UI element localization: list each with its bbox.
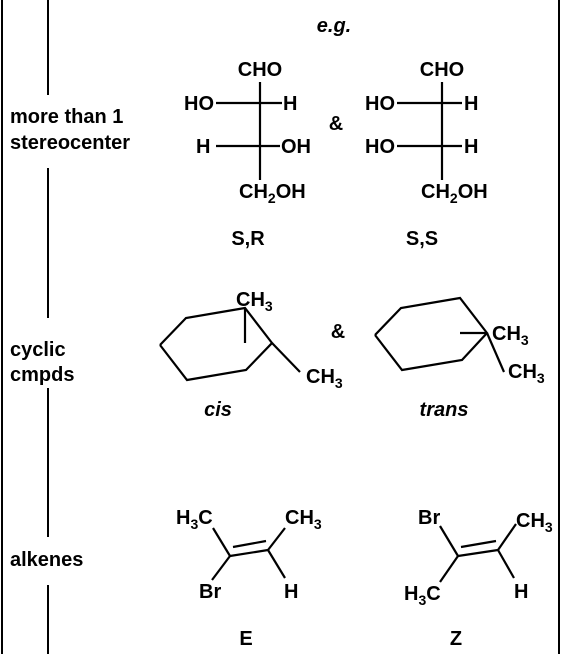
label-stereocenter-line1: more than 1: [10, 106, 123, 128]
fischer-ss-row1-right: H: [464, 93, 478, 115]
z-config-label: Z: [450, 628, 462, 650]
fischer-sr-row1-left: HO: [184, 93, 214, 115]
z-bond-top-left: [439, 525, 459, 557]
fischer-sr-row2-right: OH: [281, 136, 311, 158]
cyclohexane-trans: CH3 CH3 trans: [374, 296, 545, 421]
e-bond-top-right: [267, 527, 286, 551]
trans-methyl-upper: CH3: [492, 323, 529, 348]
fischer-ss-config-label: S,S: [406, 228, 438, 250]
fischer-sr-config-label: S,R: [231, 228, 265, 250]
ampersand-fischer: &: [329, 113, 343, 135]
cis-label: cis: [204, 399, 232, 421]
label-cyclic-line1: cyclic: [10, 339, 66, 361]
fischer-ss-row1-left: HO: [365, 93, 395, 115]
alkene-e: H3C CH3 Br H E: [176, 507, 322, 650]
fischer-ss-top-group: CHO: [420, 59, 464, 81]
z-bottom-left-group: H3C: [404, 583, 441, 608]
cis-methyl-right: CH3: [306, 366, 343, 391]
e-bond-bottom-right: [267, 549, 286, 579]
fischer-projection-sr: CHO HO H H OH CH2OH S,R: [184, 59, 311, 250]
e-double-bond-inner: [232, 539, 267, 549]
fischer-sr-bottom-group: CH2OH: [239, 181, 306, 206]
fischer-ss-bottom-group: CH2OH: [421, 181, 488, 206]
cis-ring: [159, 306, 274, 382]
e-bottom-right-atom: H: [284, 581, 298, 603]
e-double-bond-outer: [229, 548, 269, 558]
z-bond-bottom-left: [439, 555, 459, 583]
z-bottom-right-atom: H: [514, 581, 528, 603]
z-top-right-group: CH3: [516, 510, 553, 535]
e-bond-bottom-left: [211, 555, 231, 581]
fischer-sr-row1-right: H: [283, 93, 297, 115]
alkene-z: Br CH3 H3C H Z: [404, 507, 553, 650]
e-bond-top-left: [212, 527, 231, 557]
trans-methyl-bond-2: [485, 332, 506, 373]
cyclohexane-cis: CH3 CH3 cis: [159, 289, 343, 421]
z-top-left-atom: Br: [418, 507, 440, 529]
trans-methyl-lower: CH3: [508, 361, 545, 386]
z-double-bond-inner: [460, 539, 497, 549]
fischer-sr-row2-left: H: [196, 136, 210, 158]
e-config-label: E: [239, 628, 252, 650]
label-stereocenter-line2: stereocenter: [10, 132, 130, 154]
cis-equatorial-methyl-bond: [271, 342, 301, 373]
trans-label: trans: [420, 399, 469, 421]
fischer-sr-top-group: CHO: [238, 59, 282, 81]
fischer-ss-row2-left: HO: [365, 136, 395, 158]
label-cyclic-line2: cmpds: [10, 364, 74, 386]
z-double-bond-outer: [457, 548, 499, 558]
e-bottom-left-atom: Br: [199, 581, 221, 603]
ampersand-cyclic: &: [331, 321, 345, 343]
z-bond-top-right: [497, 523, 517, 551]
fischer-ss-row2-right: H: [464, 136, 478, 158]
e-top-right-group: CH3: [285, 507, 322, 532]
label-alkenes: alkenes: [10, 549, 83, 571]
cis-methyl-top: CH3: [236, 289, 273, 314]
e-top-left-group: H3C: [176, 507, 213, 532]
fischer-projection-ss: CHO HO H HO H CH2OH S,S: [365, 59, 488, 250]
example-label: e.g.: [317, 15, 351, 37]
z-bond-bottom-right: [497, 549, 515, 579]
